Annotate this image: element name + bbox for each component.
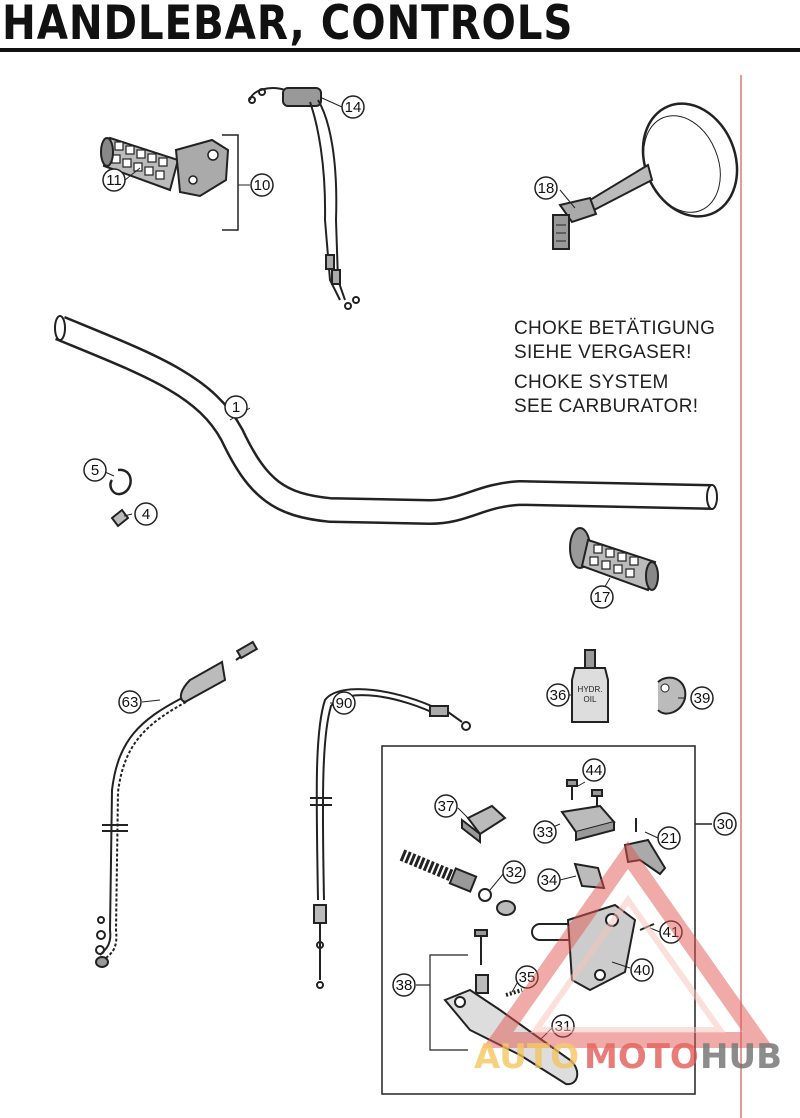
- title-underline: [0, 48, 800, 52]
- clutch-cable: [310, 688, 471, 989]
- bracket-38: [416, 954, 468, 1051]
- choke-note-line4: SEE CARBURATOR!: [514, 396, 699, 417]
- callout-34: 34: [537, 868, 561, 892]
- svg-text:33: 33: [537, 824, 554, 841]
- watermark-logo: AUTO MOTO HUB: [474, 841, 782, 1077]
- svg-text:5: 5: [91, 462, 99, 479]
- svg-text:21: 21: [661, 830, 678, 847]
- oil-bottle: [571, 649, 609, 723]
- mirror: [552, 102, 739, 250]
- svg-text:34: 34: [541, 872, 558, 889]
- handlebar: [54, 315, 718, 525]
- callout-32: 32: [502, 860, 526, 884]
- choke-note-line2: SIEHE VERGASER!: [514, 342, 692, 363]
- svg-text:OIL: OIL: [584, 695, 597, 704]
- callout-10: 10: [250, 173, 274, 197]
- svg-text:HYDR.: HYDR.: [578, 685, 603, 694]
- watermark-auto: AUTO: [474, 1037, 579, 1077]
- svg-text:37: 37: [438, 798, 455, 815]
- callout-36: 36: [546, 683, 570, 707]
- svg-text:44: 44: [586, 762, 603, 779]
- throttle-grip: [100, 134, 239, 231]
- hot-start-cable: [95, 640, 259, 968]
- svg-text:30: 30: [717, 816, 734, 833]
- callout-63: 63: [118, 690, 142, 714]
- callout-41: 41: [659, 920, 683, 944]
- svg-text:40: 40: [634, 962, 651, 979]
- callout-30: 30: [713, 812, 737, 836]
- callout-5: 5: [83, 458, 107, 482]
- clamp: [657, 676, 687, 715]
- callout-44: 44: [582, 758, 606, 782]
- callout-4: 4: [134, 502, 158, 526]
- callout-14: 14: [341, 95, 365, 119]
- svg-text:36: 36: [550, 687, 567, 704]
- svg-text:35: 35: [519, 969, 536, 986]
- choke-note-line1: CHOKE BETÄTIGUNG: [514, 318, 716, 339]
- svg-text:10: 10: [254, 177, 271, 194]
- callout-18: 18: [534, 176, 558, 200]
- svg-text:1: 1: [232, 399, 240, 416]
- callout-35: 35: [515, 965, 539, 989]
- svg-text:14: 14: [345, 99, 362, 116]
- watermark-moto: MOTO: [584, 1037, 699, 1077]
- callout-38: 38: [392, 973, 416, 997]
- clutch-assembly-parts: [399, 779, 667, 1086]
- page-title: HANDLEBAR, CONTROLS: [2, 0, 574, 51]
- svg-text:11: 11: [106, 172, 122, 189]
- svg-text:90: 90: [336, 695, 353, 712]
- pin: [110, 508, 130, 528]
- callout-90: 90: [332, 691, 356, 715]
- callout-11: 11: [102, 168, 126, 192]
- callout-33: 33: [533, 820, 557, 844]
- lock-ring: [109, 468, 132, 496]
- throttle-cables: [248, 87, 360, 310]
- left-grip: [569, 527, 659, 592]
- watermark-hub: HUB: [700, 1037, 782, 1077]
- choke-note-line3: CHOKE SYSTEM: [514, 372, 669, 393]
- callout-1: 1: [224, 395, 248, 419]
- svg-text:63: 63: [122, 694, 139, 711]
- svg-text:17: 17: [594, 589, 611, 606]
- svg-text:32: 32: [506, 864, 523, 881]
- clutch-assembly-box: [381, 745, 712, 1095]
- callout-37: 37: [434, 794, 458, 818]
- svg-text:4: 4: [142, 506, 150, 523]
- callout-40: 40: [630, 958, 654, 982]
- callout-21: 21: [657, 826, 681, 850]
- svg-text:39: 39: [694, 690, 711, 707]
- callout-17: 17: [590, 585, 614, 609]
- svg-text:38: 38: [396, 977, 413, 994]
- callout-39: 39: [690, 686, 714, 710]
- svg-text:41: 41: [663, 924, 680, 941]
- svg-text:18: 18: [538, 180, 555, 197]
- oil-bottle-label: HYDR. OIL: [578, 685, 603, 704]
